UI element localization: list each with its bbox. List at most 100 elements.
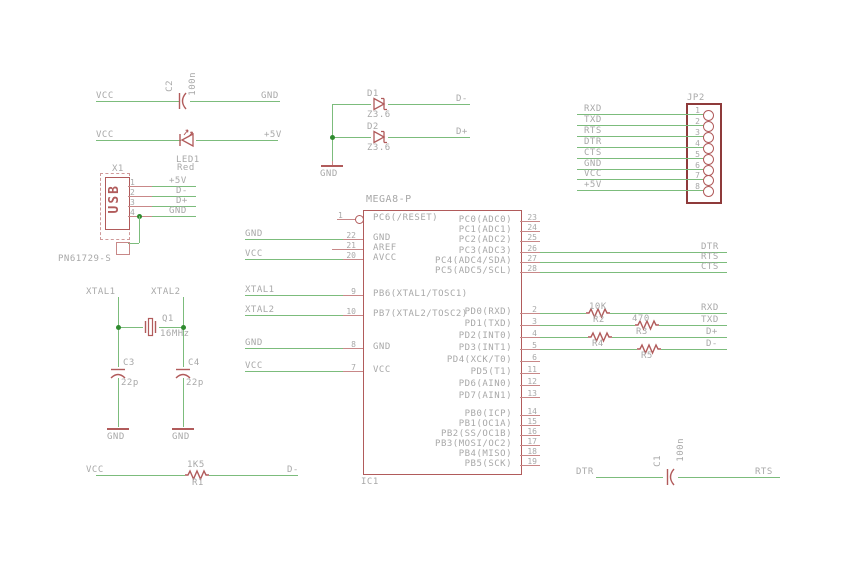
pin-number: 7 — [351, 363, 356, 372]
connector-pad[interactable] — [703, 175, 714, 186]
net-label: GND — [169, 206, 187, 216]
pin-number: 8 — [695, 182, 700, 191]
wire — [612, 337, 727, 338]
wire — [245, 259, 343, 260]
ic-pin-label: VCC — [373, 365, 391, 375]
pin-number: 6 — [532, 353, 537, 362]
wire — [540, 272, 727, 273]
pin-number: 15 — [527, 417, 537, 426]
wire — [577, 190, 704, 191]
ic-pin-label: PD0(RXD) — [464, 307, 512, 317]
capacitor-icon[interactable] — [175, 92, 189, 110]
jp2-connector[interactable] — [686, 103, 722, 204]
pin-number: 4 — [130, 208, 135, 217]
wire — [245, 239, 343, 240]
connector-pad[interactable] — [703, 121, 714, 132]
wire — [118, 297, 119, 367]
wire — [540, 252, 727, 253]
resistor-icon[interactable] — [586, 307, 610, 319]
component-ref: C2 — [165, 80, 175, 92]
ic-pin-label: PC2(ADC2) — [458, 235, 512, 245]
resistor-icon[interactable] — [637, 343, 661, 355]
ic-pin-label: PC5(ADC5/SCL) — [435, 266, 512, 276]
ic-pin-label: PD7(AIN1) — [458, 391, 512, 401]
resistor-value: 470 — [632, 314, 650, 324]
capacitor-icon[interactable] — [175, 367, 191, 379]
resistor-ref: R2 — [593, 315, 605, 325]
resistor-icon[interactable] — [588, 331, 612, 343]
pin-stub — [343, 371, 363, 372]
pin-stub — [128, 206, 152, 207]
pin-stub — [520, 337, 540, 338]
ic-pin-label: PB3(MOSI/OC2) — [435, 439, 512, 449]
net-label-rts: RTS — [755, 467, 773, 477]
connector-pad[interactable] — [703, 186, 714, 197]
net-label: GND — [584, 159, 602, 169]
pin-number: 1 — [130, 178, 135, 187]
usb-connector[interactable] — [105, 177, 130, 230]
ic-pin-label: PB6(XTAL1/TOSC1) — [373, 289, 468, 299]
wire — [540, 349, 637, 350]
ic-pin-label: PB1(OC1A) — [458, 419, 512, 429]
pin-number: 16 — [527, 427, 537, 436]
pin-stub — [520, 397, 540, 398]
usb-body-label: USB — [107, 184, 122, 214]
pin-number: 12 — [527, 377, 537, 386]
net-label-dtr: DTR — [576, 467, 594, 477]
pin-stub — [520, 272, 540, 273]
ic-pin-label: PC3(ADC3) — [458, 246, 512, 256]
resistor-icon[interactable] — [635, 319, 659, 331]
pin-stub — [520, 385, 540, 386]
zener-diode-icon[interactable] — [371, 97, 388, 111]
ground-icon — [321, 165, 343, 167]
wire — [388, 104, 470, 105]
wire — [577, 125, 704, 126]
junction-dot — [181, 325, 186, 330]
component-ref: C4 — [188, 358, 200, 368]
capacitor-icon[interactable] — [110, 367, 126, 379]
crystal-icon[interactable] — [142, 317, 159, 337]
led-icon[interactable] — [175, 127, 197, 153]
wire — [577, 158, 704, 159]
wire — [577, 147, 704, 148]
wire — [577, 114, 704, 115]
net-label-cts: CTS — [701, 262, 719, 272]
net-label: XTAL2 — [245, 305, 275, 315]
pin-stub — [520, 241, 540, 242]
connector-pad[interactable] — [703, 132, 714, 143]
pin-stub — [520, 221, 540, 222]
component-value: Z3.6 — [367, 110, 391, 120]
connector-pad[interactable] — [703, 110, 714, 121]
net-label: TXD — [584, 115, 602, 125]
pin-stub — [520, 313, 540, 314]
connector-pad[interactable] — [703, 154, 714, 165]
wire — [152, 196, 196, 197]
resistor-icon[interactable] — [185, 469, 209, 481]
component-value: 100n — [676, 438, 686, 462]
pin-number: 26 — [527, 244, 537, 253]
ic-pin-label: PD4(XCK/T0) — [446, 355, 512, 365]
pin-stub — [520, 445, 540, 446]
wire — [183, 378, 184, 427]
wire — [196, 140, 278, 141]
component-value: Red — [177, 163, 195, 173]
component-ref: D2 — [367, 122, 379, 132]
component-ref: IC1 — [361, 477, 379, 487]
net-label-txd: TXD — [701, 315, 719, 325]
wire — [128, 243, 139, 244]
pin-stub — [128, 186, 152, 187]
connector-pad[interactable] — [703, 143, 714, 154]
component-value: 22p — [121, 378, 139, 388]
zener-diode-icon[interactable] — [371, 130, 388, 144]
net-label-dplus: D+ — [456, 127, 468, 137]
wire — [152, 186, 196, 187]
pin-number: 14 — [527, 407, 537, 416]
capacitor-icon[interactable] — [663, 468, 677, 486]
pin-stub — [520, 325, 540, 326]
pin-number: 2 — [695, 117, 700, 126]
pin-number: 19 — [527, 457, 537, 466]
ic-mega8[interactable] — [363, 210, 522, 475]
component-ref: LED1 — [176, 155, 200, 165]
pin-number: 25 — [527, 233, 537, 242]
wire — [610, 313, 727, 314]
